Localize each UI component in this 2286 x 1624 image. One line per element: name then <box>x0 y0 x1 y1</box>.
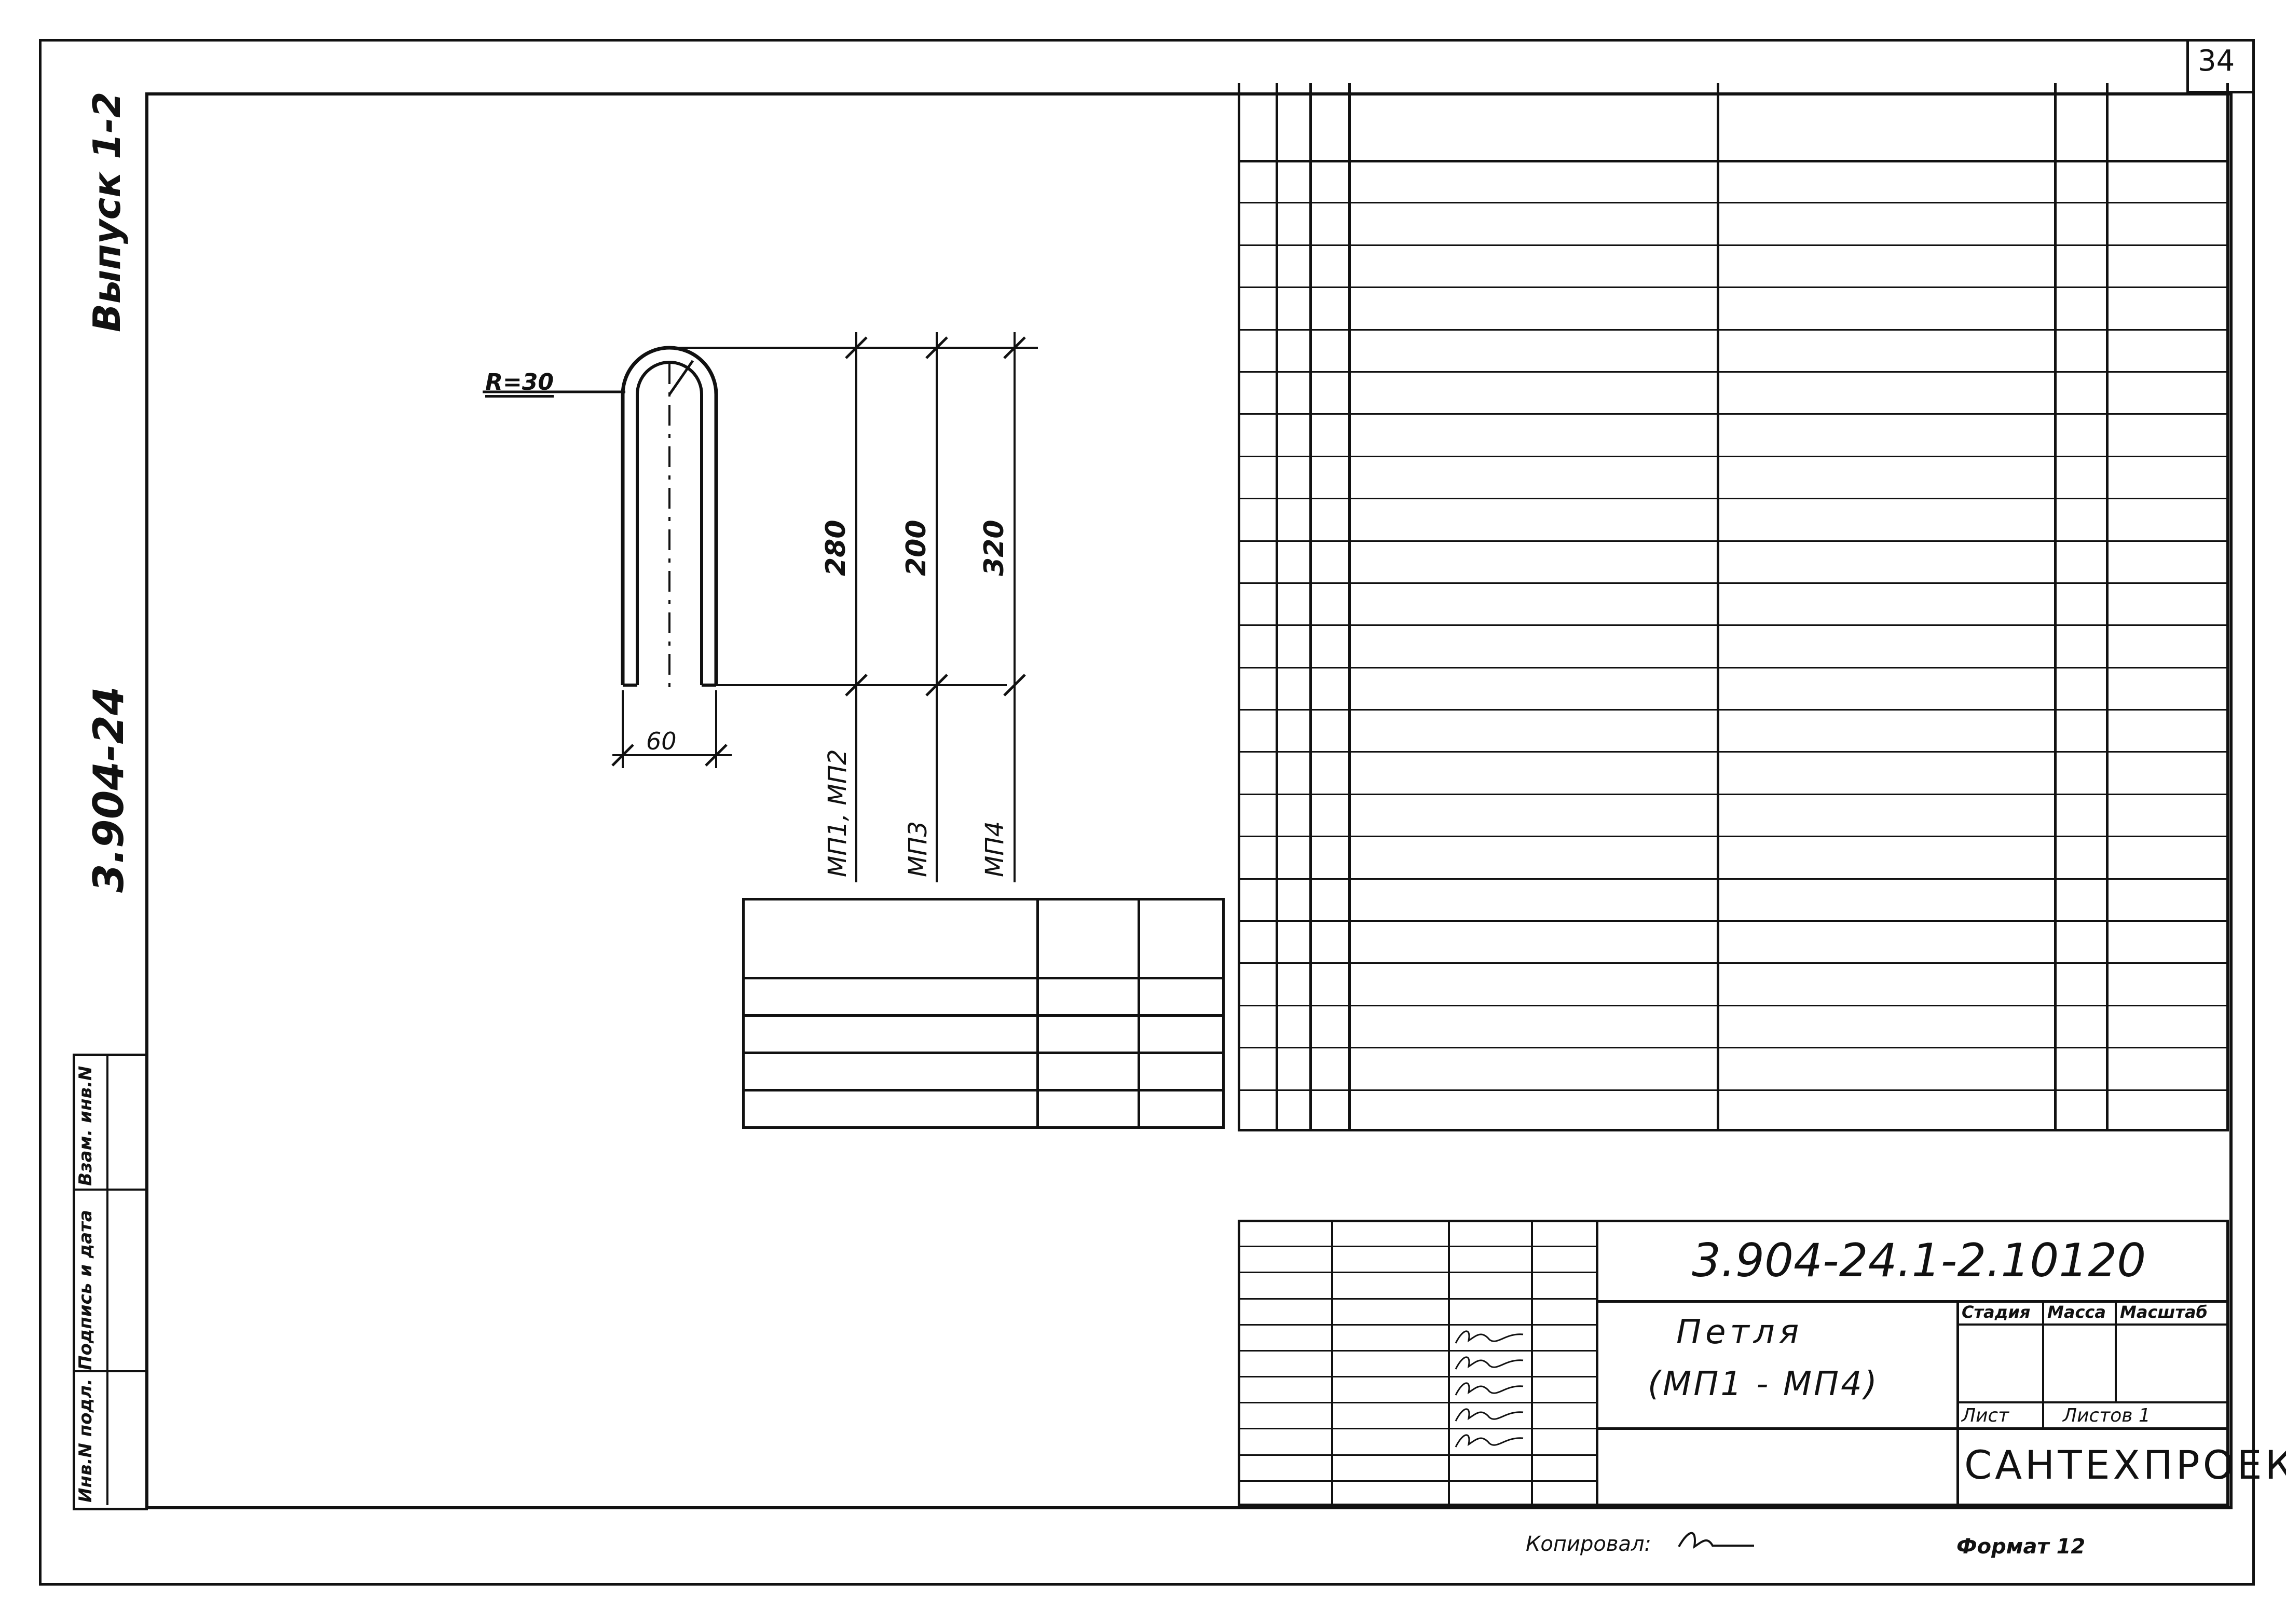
title-grid-row <box>1238 1376 1596 1378</box>
mark-table-row-line <box>745 1089 1222 1091</box>
specification-table <box>1238 83 2229 1131</box>
dim-60: 60 <box>646 727 677 755</box>
page-number-box <box>2186 39 2252 93</box>
mark-table-row-line <box>745 977 1222 979</box>
spec-col-line <box>2054 83 2057 1131</box>
spec-row-line <box>1238 836 2229 838</box>
spec-row-line <box>1238 329 2229 331</box>
title-name-line1: Петля <box>1676 1313 1803 1352</box>
spec-row-line <box>1238 455 2229 457</box>
spec-row-line <box>1238 1089 2229 1091</box>
signature-icon <box>1453 1429 1526 1456</box>
signature-icon <box>1453 1351 1526 1378</box>
title-massa: Масса <box>2047 1302 2106 1322</box>
label-mp4: МП4 <box>980 821 1009 877</box>
signature-icon <box>1453 1377 1526 1404</box>
spec-row-line <box>1238 244 2229 246</box>
spec-row-line <box>1238 540 2229 542</box>
title-grid-row <box>1238 1246 1596 1248</box>
spec-col-line <box>1348 83 1351 1131</box>
title-grid-row <box>1238 1428 1596 1430</box>
spec-row-line <box>1238 793 2229 795</box>
title-masshtab: Масштаб <box>2120 1302 2208 1322</box>
spec-header-line <box>1238 160 2229 162</box>
signature-icon <box>1453 1325 1526 1352</box>
spec-row-line <box>1238 1047 2229 1049</box>
radius-label: R=30 <box>485 369 554 395</box>
kopiroval-signature-icon <box>1676 1526 1759 1559</box>
spec-row-line <box>1238 582 2229 584</box>
title-grid-row <box>1238 1454 1596 1456</box>
mark-table-row-line <box>745 1014 1222 1017</box>
spec-row-line <box>1238 962 2229 964</box>
footer-format: Формат 12 <box>1956 1535 2086 1559</box>
spec-col-line <box>1309 83 1312 1131</box>
dim-280: 280 <box>820 520 852 576</box>
title-block <box>1238 1220 2229 1506</box>
spec-row-line <box>1238 286 2229 289</box>
title-grid-row <box>1238 1272 1596 1274</box>
title-grid-row <box>1238 1323 1596 1326</box>
spec-row-line <box>1238 202 2229 204</box>
mark-table-col-line <box>1036 900 1039 1126</box>
title-list: Лист <box>1962 1405 2009 1426</box>
spec-frame <box>1238 83 2229 1131</box>
spec-row-line <box>1238 624 2229 626</box>
title-grid-col <box>1448 1220 1450 1506</box>
title-grid-row <box>1238 1480 1596 1482</box>
side-stamp <box>73 1054 148 1510</box>
mark-table-col-line <box>1138 900 1140 1126</box>
title-stadiya: Стадия <box>1962 1302 2031 1322</box>
title-block-signatures <box>1238 1220 1596 1506</box>
title-name-line2: (МП1 - МП4) <box>1648 1365 1879 1403</box>
mark-table-row-line <box>745 1052 1222 1054</box>
label-mp1-mp2: МП1, МП2 <box>823 749 852 877</box>
title-grid-row <box>1238 1298 1596 1300</box>
label-mp3: МП3 <box>904 821 933 877</box>
outer-frame <box>39 39 2255 1586</box>
spec-row-line <box>1238 751 2229 753</box>
title-grid-col <box>1531 1220 1533 1506</box>
spec-row-line <box>1238 371 2229 373</box>
title-listov: Листов 1 <box>2063 1405 2151 1426</box>
title-org: САНТЕХПРОЕКТ <box>1964 1442 2286 1488</box>
title-grid-row <box>1238 1402 1596 1404</box>
spec-row-line <box>1238 498 2229 500</box>
dim-200: 200 <box>901 520 932 576</box>
footer-kopiroval: Копировал: <box>1526 1532 1652 1556</box>
spec-row-line <box>1238 413 2229 415</box>
title-grid-row <box>1238 1349 1596 1352</box>
spec-row-line <box>1238 666 2229 668</box>
page-number: 34 <box>2198 44 2235 78</box>
spec-row-line <box>1238 709 2229 711</box>
mark-table <box>742 898 1225 1129</box>
spec-col-line <box>2106 83 2109 1131</box>
spec-col-line <box>1717 83 1719 1131</box>
signature-icon <box>1453 1403 1526 1430</box>
title-grid-col <box>1331 1220 1333 1506</box>
title-doc-number: 3.904-24.1-2.10120 <box>1692 1234 2146 1287</box>
spec-col-line <box>1276 83 1278 1131</box>
spec-row-line <box>1238 1004 2229 1006</box>
spec-row-line <box>1238 920 2229 922</box>
dim-320: 320 <box>979 520 1010 576</box>
spec-row-line <box>1238 878 2229 880</box>
inner-frame <box>145 92 2233 1509</box>
